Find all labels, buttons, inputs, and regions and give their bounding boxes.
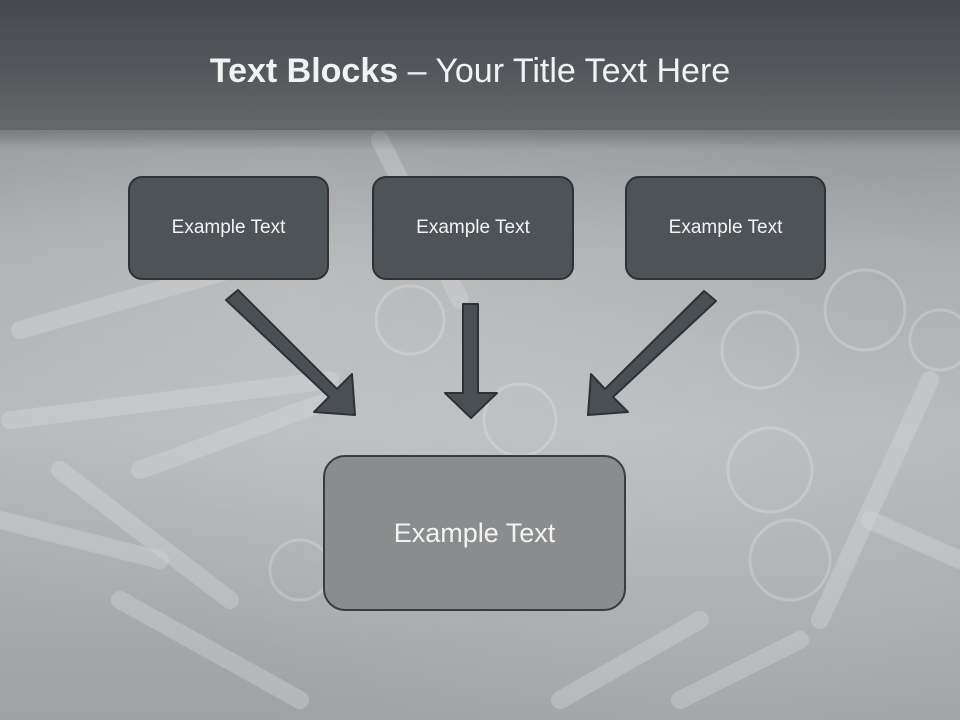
text-block-1-label: Example Text (171, 217, 286, 238)
title-bar (0, 0, 960, 130)
title-bold-text: Text Blocks (209, 52, 399, 90)
title-rest-text: – Your Title Text Here (398, 52, 731, 90)
text-block-3-label: Example Text (668, 217, 783, 238)
center-text-block[interactable]: Example Text (323, 455, 626, 611)
slide-title: Text Blocks – Your Title Text Here (0, 52, 940, 91)
text-block-3[interactable]: Example Text (625, 176, 826, 280)
text-block-2-label: Example Text (416, 217, 530, 238)
center-text-block-label: Example Text (393, 517, 556, 548)
text-block-1[interactable]: Example Text (128, 176, 329, 280)
title-bar-fade (0, 120, 960, 150)
text-block-2[interactable]: Example Text (372, 176, 574, 280)
